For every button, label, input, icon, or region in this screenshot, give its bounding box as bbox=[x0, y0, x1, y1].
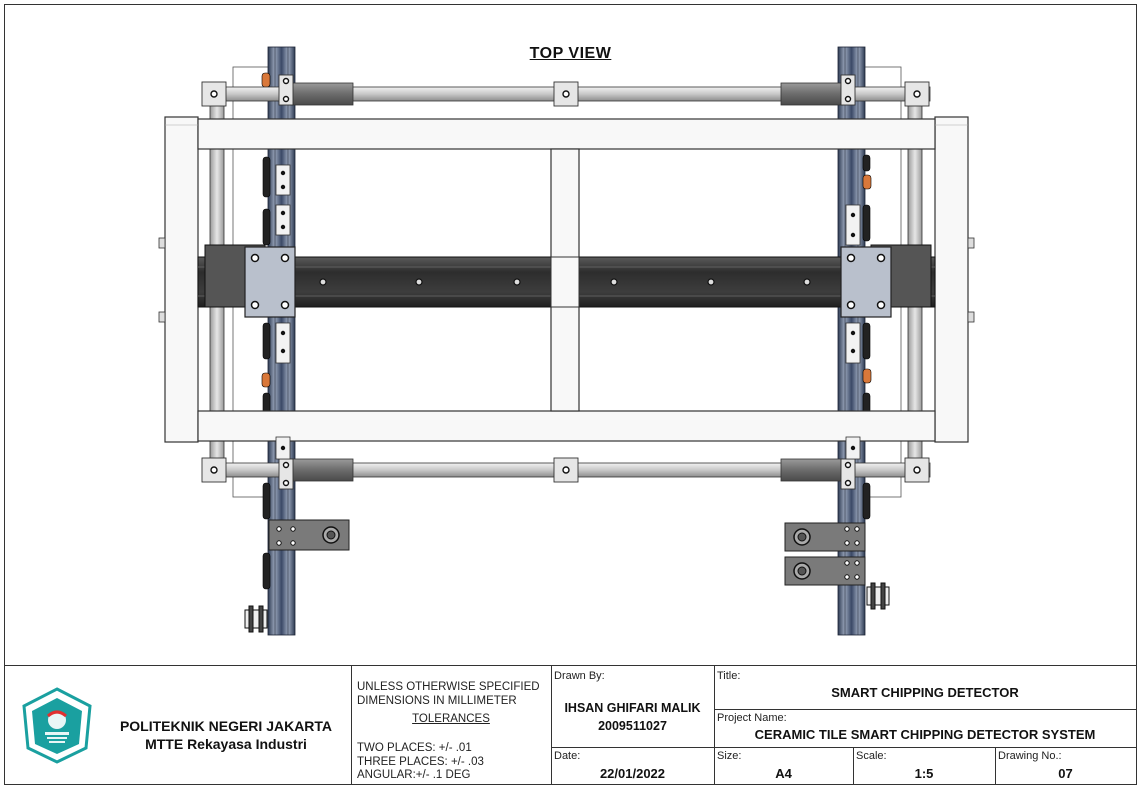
right-carriage bbox=[840, 244, 932, 318]
right-end-switch bbox=[866, 582, 890, 610]
clamp-bolts bbox=[210, 77, 921, 487]
drawing-sheet: TOP VIEW bbox=[4, 4, 1137, 785]
title-value: SMART CHIPPING DETECTOR bbox=[831, 685, 1019, 700]
drawn-by-id: 2009511027 bbox=[598, 719, 667, 733]
divider bbox=[714, 666, 715, 785]
project-label: Project Name: bbox=[717, 712, 787, 724]
right-sensor-bracket-lower bbox=[784, 556, 866, 586]
project-value: CERAMIC TILE SMART CHIPPING DETECTOR SYS… bbox=[754, 727, 1096, 742]
divider bbox=[551, 666, 552, 785]
divider bbox=[995, 747, 996, 785]
date-label: Date: bbox=[554, 750, 581, 762]
tolerance-angular: ANGULAR:+/- .1 DEG bbox=[357, 769, 471, 781]
divider bbox=[714, 709, 1136, 710]
title-block: POLITEKNIK NEGERI JAKARTA MTTE Rekayasa … bbox=[5, 665, 1136, 785]
scale-label: Scale: bbox=[856, 750, 887, 762]
left-carriage bbox=[204, 244, 296, 318]
title-label: Title: bbox=[717, 670, 741, 682]
institution-name: POLITEKNIK NEGERI JAKARTA bbox=[119, 718, 333, 734]
tolerances-heading: TOLERANCES bbox=[412, 713, 490, 725]
divider bbox=[853, 747, 854, 785]
drawing-number-value: 07 bbox=[1058, 766, 1073, 781]
left-sensor-bracket bbox=[268, 519, 350, 551]
notes-line-1: UNLESS OTHERWISE SPECIFIED bbox=[357, 681, 540, 693]
institution-department: MTTE Rekayasa Industri bbox=[145, 736, 307, 752]
tolerance-two-places: TWO PLACES: +/- .01 bbox=[357, 742, 472, 754]
notes-line-2: DIMENSIONS IN MILLIMETER bbox=[357, 695, 517, 707]
left-end-switch bbox=[244, 605, 268, 633]
linear-rail bbox=[197, 256, 936, 308]
main-frame bbox=[164, 116, 969, 443]
view-title: TOP VIEW bbox=[529, 45, 612, 62]
top-view-drawing bbox=[158, 46, 975, 636]
date-value: 22/01/2022 bbox=[599, 766, 666, 781]
institution-logo bbox=[22, 687, 92, 764]
drawn-by-label: Drawn By: bbox=[554, 670, 605, 682]
divider bbox=[551, 747, 1136, 748]
right-sensor-bracket-upper bbox=[784, 522, 866, 552]
divider bbox=[351, 666, 352, 785]
scale-value: 1:5 bbox=[914, 766, 934, 781]
tolerance-three-places: THREE PLACES: +/- .03 bbox=[357, 756, 484, 768]
size-label: Size: bbox=[717, 750, 742, 762]
drawing-number-label: Drawing No.: bbox=[998, 750, 1062, 762]
frame-pins bbox=[158, 237, 975, 323]
profile-tab-bolts bbox=[280, 170, 856, 451]
drawing-area: TOP VIEW bbox=[5, 5, 1136, 663]
size-value: A4 bbox=[775, 766, 792, 781]
drawn-by-name: IHSAN GHIFARI MALIK bbox=[564, 701, 701, 715]
